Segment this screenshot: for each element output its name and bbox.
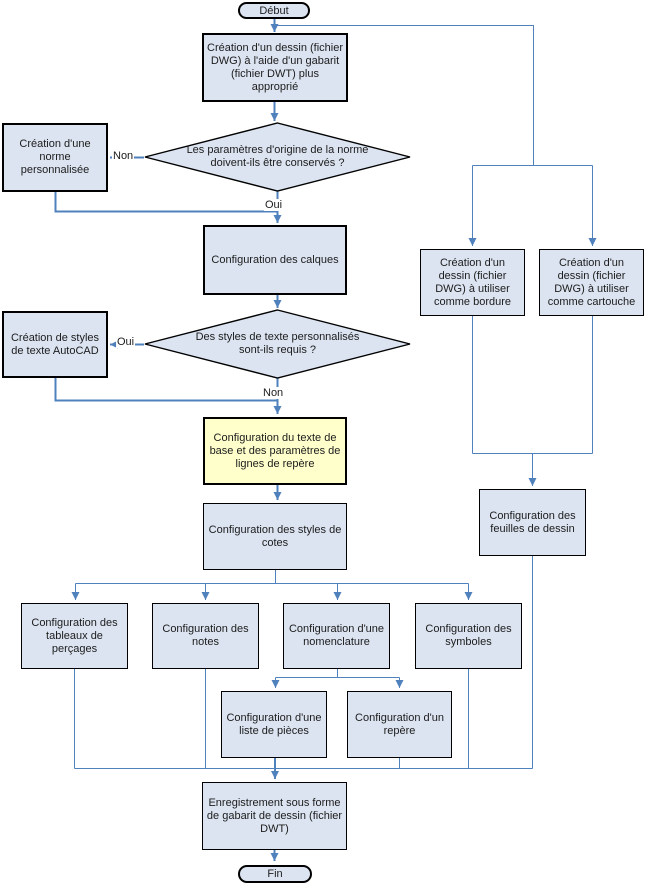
decision-standard-diamond (144, 122, 411, 192)
node-hole-tables: Configuration des tableaux de perçages (21, 603, 128, 669)
node-end: Fin (238, 865, 312, 883)
edge-label-oui-text-styles: Oui (116, 336, 136, 348)
decision-text-styles-text: Des styles de texte personnalisés sont-i… (195, 330, 360, 357)
node-text-styles: Création de styles de texte AutoCAD (2, 311, 108, 378)
node-start: Début (238, 2, 310, 19)
decision-standard-text: Les paramètres d'origine de la norme doi… (186, 143, 369, 170)
node-dim-styles: Configuration des styles de cotes (203, 503, 347, 570)
node-layers: Configuration des calques (203, 225, 347, 295)
node-create-drawing: Création d'un dessin (fichier DWG) à l'a… (202, 33, 348, 102)
decision-text-styles-diamond (144, 309, 411, 379)
node-custom-standard: Création d'une norme personnalisée (2, 123, 108, 192)
node-bom: Configuration d'une nomenclature (283, 603, 390, 669)
node-base-text: Configuration du texte de base et des pa… (203, 417, 347, 485)
node-border-drawing: Création d'un dessin (fichier DWG) à uti… (420, 249, 525, 316)
edge-label-oui-standard: Oui (264, 199, 284, 211)
node-titleblock-drawing: Création d'un dessin (fichier DWG) à uti… (539, 249, 644, 316)
edge-label-non-standard: Non (112, 150, 135, 162)
node-symbols: Configuration des symboles (415, 603, 522, 669)
node-balloon: Configuration d'un repère (347, 691, 452, 758)
edge-label-non-text-styles: Non (262, 387, 285, 399)
node-notes: Configuration des notes (152, 603, 259, 669)
node-sheets: Configuration des feuilles de dessin (479, 489, 586, 556)
node-save-template: Enregistrement sous forme de gabarit de … (202, 782, 347, 850)
node-parts-list: Configuration d'une liste de pièces (221, 691, 327, 758)
